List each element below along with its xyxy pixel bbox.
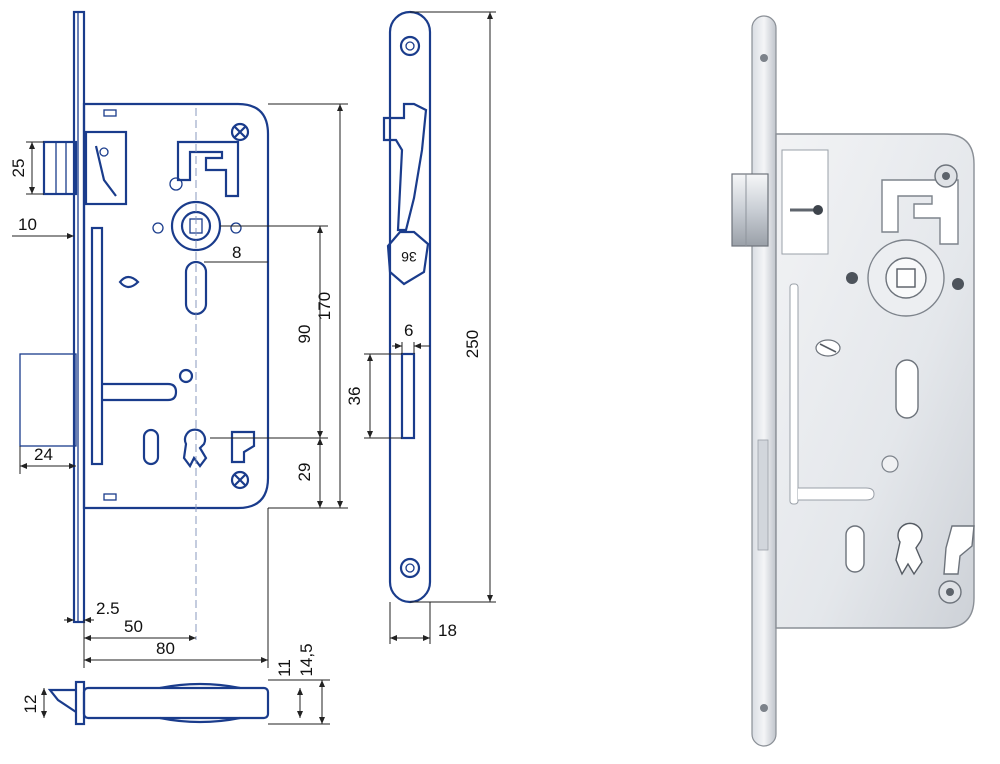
key-cam <box>230 430 256 464</box>
bottom-view: 12 11 14,5 <box>21 643 330 726</box>
screw-bottom-icon <box>230 470 250 490</box>
lock-case <box>82 102 270 510</box>
side-deadbolt <box>400 352 416 440</box>
dim-36: 36 <box>345 387 364 406</box>
dim-2-5: 2.5 <box>96 599 120 618</box>
oval-slot-lower <box>142 428 160 466</box>
hook-cam <box>176 140 240 198</box>
side-latch-tip <box>386 230 430 286</box>
dim-11: 11 <box>275 659 294 677</box>
keyhole <box>182 428 208 469</box>
pivot <box>118 275 140 289</box>
t-bar <box>102 382 178 402</box>
slide-bar <box>90 226 104 466</box>
lock-product-render <box>731 15 975 747</box>
dim-90: 90 <box>295 325 314 344</box>
dim-29: 29 <box>295 463 314 482</box>
side-faceplate <box>388 10 432 604</box>
faceplate <box>72 10 86 624</box>
screw-top-icon <box>230 122 250 142</box>
dim-24: 24 <box>34 445 53 464</box>
dim-6: 6 <box>404 321 413 340</box>
dim-14-5: 14,5 <box>297 643 316 676</box>
front-view: 25 10 8 170 90 29 24 2.5 50 80 <box>9 10 348 668</box>
render-latch <box>731 173 769 247</box>
dim-10: 10 <box>18 215 37 234</box>
side-latch <box>382 102 428 232</box>
latch-mechanism <box>84 130 128 206</box>
render-faceplate <box>751 15 777 747</box>
dim-12: 12 <box>21 695 40 714</box>
latch-mark: 36 <box>401 249 417 265</box>
dim-250: 250 <box>463 330 482 358</box>
bottom-case <box>82 686 270 720</box>
dim-80: 80 <box>156 639 175 658</box>
dim-8: 8 <box>232 243 241 262</box>
dim-50: 50 <box>124 617 143 636</box>
dim-170: 170 <box>315 292 334 320</box>
dim-25: 25 <box>9 159 28 178</box>
latch-bolt <box>42 140 78 196</box>
dim-18: 18 <box>438 621 457 640</box>
dead-bolt <box>19 353 77 447</box>
side-view: 36 250 6 36 18 <box>345 10 496 644</box>
